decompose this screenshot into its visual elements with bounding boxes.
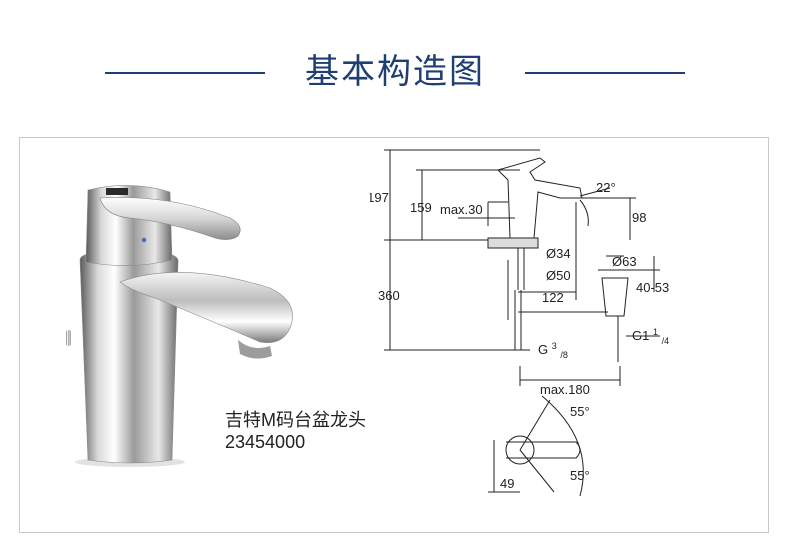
dim-label-360: 360 (378, 288, 400, 303)
dim-label-d50: Ø50 (546, 268, 571, 283)
dim-label-max30: max.30 (440, 202, 483, 217)
top-view-lever (506, 441, 581, 459)
product-caption: 吉特M码台盆龙头 23454000 (225, 409, 366, 453)
dim-label-49: 49 (500, 476, 514, 491)
angle-22-arc (579, 199, 589, 227)
countertop-section (487, 237, 539, 249)
dim-label-g38-sup: 3 (552, 341, 557, 351)
dim-label-g114-sub: /4 (662, 336, 670, 346)
title-divider-right (525, 72, 685, 74)
supply-hose (514, 290, 522, 351)
dim-label-98: 98 (632, 210, 646, 225)
product-name: 吉特M码台盆龙头 (225, 410, 366, 430)
dim-label-angle-55-top: 55° (570, 404, 590, 419)
dim-label-g114-sup: 1 (653, 327, 658, 337)
dim-label-angle-22: 22° (596, 180, 616, 195)
dim-label-159: 159 (410, 200, 432, 215)
dim-label-122: 122 (542, 290, 564, 305)
brand-logo (106, 188, 128, 195)
svg-text:G 3 /8: G 3 /8 (538, 337, 568, 360)
popup-rod (66, 330, 71, 346)
faucet-spout (119, 272, 293, 343)
dim-label-d63: Ø63 (612, 254, 637, 269)
top-view-body (505, 435, 535, 465)
page-title: 基本构造图 (305, 52, 485, 92)
faucet-lever (99, 197, 241, 240)
dim-label-d34: Ø34 (546, 246, 571, 261)
dim-label-max180: max.180 (540, 382, 590, 397)
dim-label-197: 197 (370, 190, 389, 205)
top-view-swing-arc (541, 395, 584, 497)
dim-label-angle-55-bottom: 55° (570, 468, 590, 483)
dimension-drawing: 197 159 max.30 360 22° 98 Ø34 Ø50 Ø63 40… (370, 149, 669, 497)
dim-label-g38-sub: /8 (560, 350, 568, 360)
page-header: 基本构造图 (0, 0, 790, 140)
drain-assembly (601, 277, 629, 317)
cold-marker (141, 237, 147, 243)
faucet-product-image (66, 185, 293, 467)
svg-text:G1 1 /4: G1 1 /4 (632, 323, 669, 346)
dim-label-g114: G1 (632, 328, 649, 343)
dim-label-g38: G (538, 342, 548, 357)
dim-label-40-53: 40-53 (636, 280, 669, 295)
title-divider-left (105, 72, 265, 74)
product-model-number: 23454000 (225, 432, 306, 452)
spout-outlet (238, 340, 272, 359)
